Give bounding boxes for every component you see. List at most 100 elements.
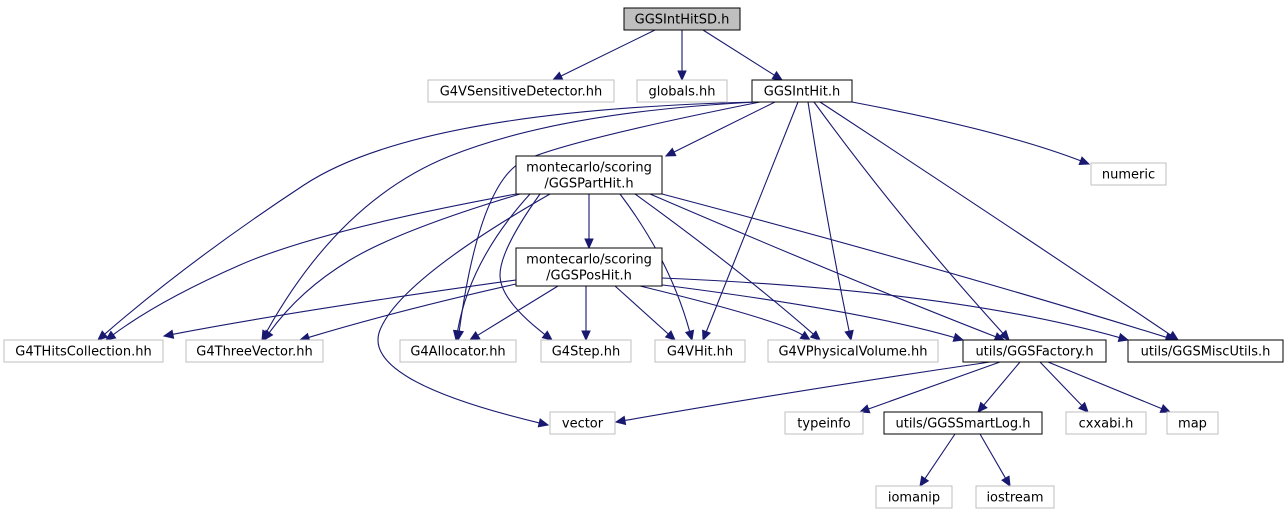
node-map: map xyxy=(1166,411,1219,435)
node-vector: vector xyxy=(549,411,616,435)
edge-arrowhead xyxy=(162,329,175,339)
edge-partHit-to-vector xyxy=(377,193,551,428)
edge-line xyxy=(654,283,955,339)
node-box xyxy=(3,339,164,363)
edge-arrowhead xyxy=(1159,403,1172,413)
node-alloc: G4Allocator.hh xyxy=(399,339,517,363)
edge-factory-to-map xyxy=(1047,361,1172,413)
edge-line xyxy=(477,285,559,336)
edge-arrowhead xyxy=(452,329,463,342)
node-box xyxy=(962,339,1107,363)
edge-arrowhead xyxy=(999,329,1010,341)
node-iostream: iostream xyxy=(975,485,1055,509)
edge-arrowhead xyxy=(537,418,550,428)
edge-partHit-to-physVol xyxy=(634,193,821,341)
edge-intHit-to-factory xyxy=(813,101,1010,341)
node-label: globals.hh xyxy=(648,85,715,100)
edge-arrowhead xyxy=(1078,156,1091,166)
node-label: numeric xyxy=(1102,168,1155,183)
node-box xyxy=(540,339,632,363)
node-vhit: G4VHit.hh xyxy=(654,339,746,363)
edge-line xyxy=(807,101,850,332)
node-label: map xyxy=(1178,417,1207,432)
edge-arrowhead xyxy=(677,70,687,82)
edge-factory-to-smartLog xyxy=(977,361,1021,413)
node-smartLog[interactable]: utils/GGSSmartLog.h xyxy=(883,411,1043,435)
edge-line xyxy=(661,193,1167,338)
edge-posHit-to-factory xyxy=(654,283,965,342)
node-box xyxy=(654,339,746,363)
node-factory[interactable]: utils/GGSFactory.h xyxy=(962,339,1107,363)
edge-arrowhead xyxy=(809,330,821,341)
node-box xyxy=(875,485,953,509)
edge-arrowhead xyxy=(664,330,676,341)
node-partHit[interactable]: montecarlo/scoring/GGSPartHit.h xyxy=(515,155,663,195)
edge-root-to-globals xyxy=(677,30,687,82)
edge-root-to-intHit xyxy=(702,29,784,81)
edges-layer xyxy=(97,29,1180,488)
node-label: utils/GGSMiscUtils.h xyxy=(1141,345,1271,360)
node-label: iomanip xyxy=(888,491,940,506)
node-label: typeinfo xyxy=(797,417,850,432)
node-box xyxy=(751,79,853,103)
edge-arrowhead xyxy=(664,147,677,157)
edge-intHit-to-vhit xyxy=(702,101,799,342)
edge-line xyxy=(813,101,1004,334)
node-box xyxy=(427,79,615,103)
node-miscUtils[interactable]: utils/GGSMiscUtils.h xyxy=(1127,339,1284,363)
node-label: G4ThreeVector.hh xyxy=(196,345,312,360)
edge-intHit-to-threeVec xyxy=(261,101,758,342)
node-root[interactable]: GGSIntHitSD.h xyxy=(623,7,741,31)
edge-line xyxy=(983,361,1021,406)
edge-root-to-g4vsd xyxy=(551,29,656,81)
node-box xyxy=(636,79,728,103)
edge-posHit-to-vhit xyxy=(614,285,676,341)
edge-intHit-to-physVol xyxy=(807,101,854,342)
edge-line xyxy=(265,101,758,333)
edge-line xyxy=(1047,361,1162,410)
node-intHit[interactable]: GGSIntHit.h xyxy=(751,79,853,103)
node-typeinfo: typeinfo xyxy=(784,411,864,435)
edge-line xyxy=(868,361,1001,410)
edge-line xyxy=(634,193,814,335)
node-label: montecarlo/scoring xyxy=(526,161,652,176)
node-posHit[interactable]: montecarlo/scoring/GGSPosHit.h xyxy=(515,247,663,287)
edge-line xyxy=(673,101,776,153)
node-cxxabi: cxxabi.h xyxy=(1065,411,1147,435)
edge-arrowhead xyxy=(858,404,871,414)
edge-arrowhead xyxy=(1078,401,1089,413)
node-label: G4THitsCollection.hh xyxy=(15,345,151,360)
edge-posHit-to-miscUtils xyxy=(661,277,1130,343)
edge-intHit-to-partHit xyxy=(664,101,776,157)
edge-line xyxy=(112,193,517,336)
edge-line xyxy=(308,283,517,338)
node-numeric: numeric xyxy=(1090,162,1167,186)
edge-arrowhead xyxy=(581,330,591,342)
edge-line xyxy=(979,433,1006,479)
node-label: G4VPhysicalVolume.hh xyxy=(778,345,927,360)
edge-factory-to-typeinfo xyxy=(858,361,1001,414)
edge-arrowhead xyxy=(105,330,117,341)
edge-line xyxy=(458,101,761,332)
edge-intHit-to-hitsColl xyxy=(97,101,758,341)
node-box xyxy=(975,485,1055,509)
edge-arrowhead xyxy=(1001,475,1011,488)
node-box xyxy=(1127,339,1284,363)
edge-line xyxy=(172,279,517,335)
node-box xyxy=(185,339,324,363)
edge-line xyxy=(560,29,656,77)
edge-posHit-to-alloc xyxy=(468,285,559,341)
edge-line xyxy=(924,433,956,479)
edge-factory-to-vector xyxy=(614,361,991,426)
edge-partHit-to-alloc xyxy=(452,193,531,342)
node-label: cxxabi.h xyxy=(1079,417,1134,432)
edge-partHit-to-posHit xyxy=(584,194,594,250)
edge-arrowhead xyxy=(584,238,594,250)
node-label: /GGSPartHit.h xyxy=(544,177,633,192)
node-label: G4VSensitiveDetector.hh xyxy=(440,85,603,100)
edge-line xyxy=(1039,361,1083,406)
edge-arrowhead xyxy=(977,401,988,413)
node-physVol: G4VPhysicalVolume.hh xyxy=(767,339,939,363)
node-label: G4VHit.hh xyxy=(667,345,733,360)
edge-arrowhead xyxy=(919,475,930,488)
